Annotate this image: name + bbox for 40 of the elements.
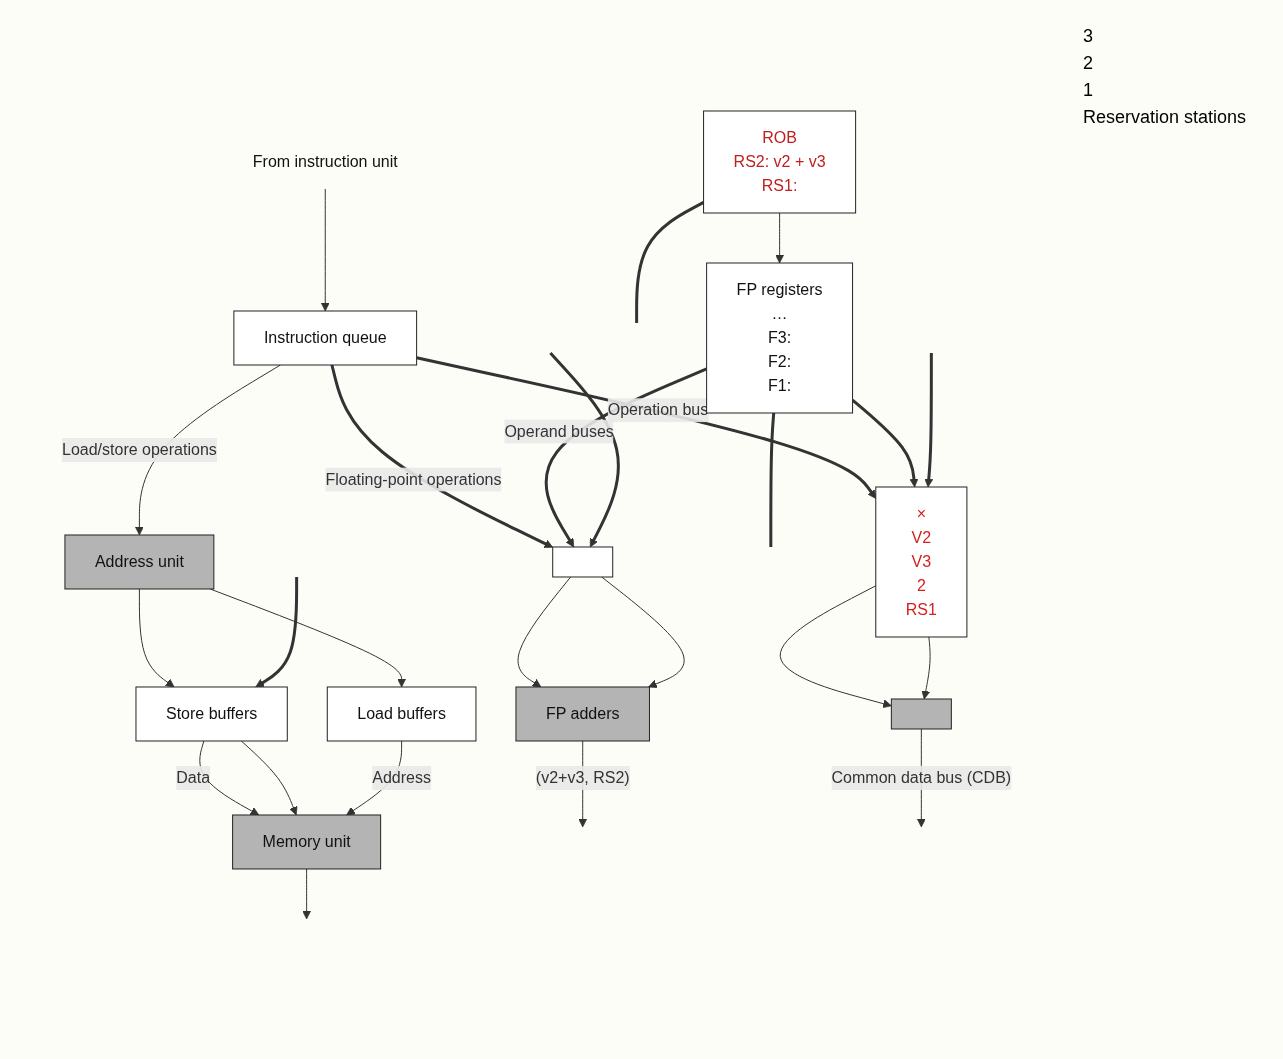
connector	[635, 200, 705, 323]
edge-label: (v2+v3, RS2)	[535, 768, 630, 786]
arrow	[416, 355, 877, 499]
node-box	[552, 546, 614, 577]
note-label: Reservation stations	[1083, 107, 1248, 128]
node-box: Load buffers	[326, 686, 477, 741]
arrow	[549, 351, 620, 547]
node-box: × V2 V3 2 RS1	[875, 486, 968, 637]
arrow	[517, 576, 572, 687]
node-box: Address unit	[64, 534, 215, 589]
edge-label: Common data bus (CDB)	[831, 768, 1012, 786]
arrow	[601, 576, 685, 688]
edge-label: Load/store operations	[61, 440, 217, 458]
connector	[769, 412, 776, 547]
node-box: Store buffers	[135, 686, 288, 741]
arrow	[924, 352, 934, 487]
node-box	[890, 698, 952, 729]
arrow	[240, 740, 298, 815]
arrow	[302, 868, 311, 919]
arrow	[775, 212, 784, 263]
note-label: 1	[1083, 80, 1094, 101]
note-label: 2	[1083, 53, 1094, 74]
node-box: Instruction queue	[233, 310, 418, 365]
arrow	[255, 576, 299, 687]
arrow	[138, 588, 175, 687]
edge-label: Floating-point operations	[325, 470, 502, 487]
node-text: From instruction unit	[252, 152, 398, 170]
node-box: FP registers … F3: F2: F1:	[706, 262, 853, 413]
node-box: Memory unit	[232, 814, 382, 869]
arrow	[320, 188, 330, 311]
arrow	[921, 636, 931, 699]
edge-label: Data	[176, 768, 210, 786]
arrow	[779, 584, 892, 708]
edge-label: Operation bus	[607, 400, 709, 418]
node-box: FP adders	[515, 686, 650, 741]
edge-label: Address	[372, 768, 431, 786]
note-label: 3	[1083, 26, 1094, 47]
node-box: ROB RS2: v2 + v3 RS1:	[703, 110, 857, 213]
edge-label: Operand buses	[504, 422, 614, 440]
arrow	[851, 398, 919, 487]
